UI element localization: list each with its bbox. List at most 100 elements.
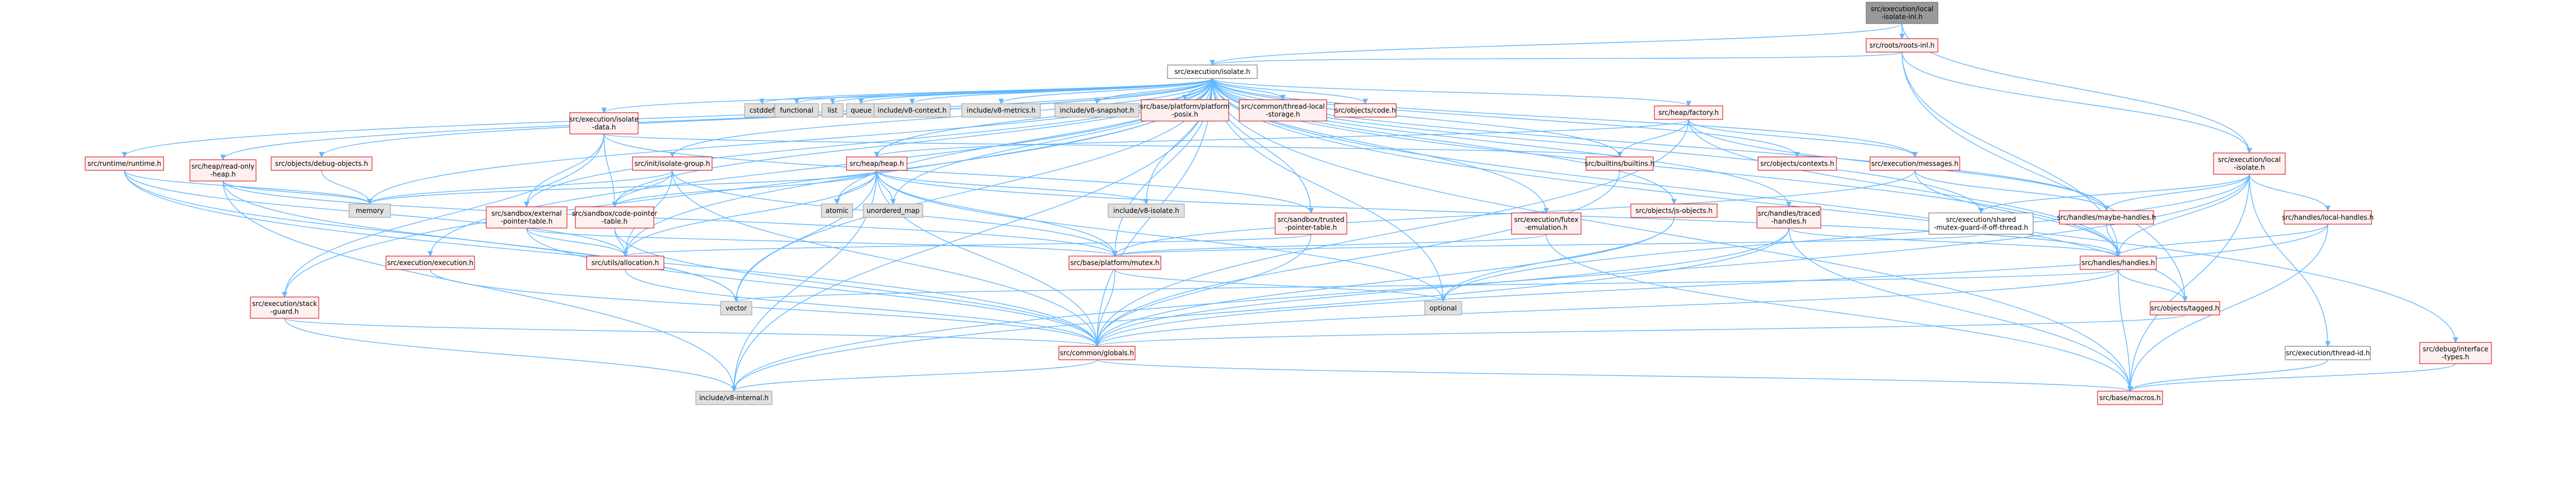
edge-path [876, 170, 1149, 205]
edge-path [321, 170, 373, 205]
edge-path [1210, 52, 1903, 66]
node-label: src/handles/handles.h [2081, 259, 2155, 267]
edge-traced_handles-to-v8_internal [731, 228, 1789, 392]
node-v8-context[interactable]: include/v8-context.h [873, 103, 951, 118]
edge-path [2115, 224, 2328, 257]
node-box [385, 256, 475, 270]
node-init-isolate-group[interactable]: src/init/isolate-group.h [632, 156, 713, 171]
node-optional[interactable]: optional [1424, 301, 1462, 315]
node-isolate-data[interactable]: src/execution/isolate-data.h [569, 112, 639, 134]
node-v8-internal[interactable]: include/v8-internal.h [695, 391, 773, 405]
node-label: src/common/globals.h [1060, 349, 1134, 357]
edge-mutex_h-to-globals_h [1094, 269, 1115, 347]
node-stack-guard[interactable]: src/execution/stack-guard.h [250, 296, 319, 319]
node-label: -data.h [592, 123, 616, 131]
node-contexts[interactable]: src/objects/contexts.h [1757, 156, 1837, 171]
node-box [1585, 156, 1654, 171]
node-globals-h[interactable]: src/common/globals.h [1058, 346, 1136, 360]
node-box [250, 296, 319, 319]
edge-isolate_h-to-runtime [122, 78, 1213, 157]
node-v8-metrics[interactable]: include/v8-metrics.h [961, 103, 1041, 118]
edge-local_isolate-to-macros_h [2127, 174, 2250, 392]
edge-isolate_h-to-messages [1212, 78, 1918, 157]
node-local-handles[interactable]: src/handles/local-handles.h [2282, 210, 2374, 225]
edge-path [222, 180, 373, 205]
node-platform-posix[interactable]: src/base/platform/platform-posix.h [1140, 99, 1230, 122]
node-messages[interactable]: src/execution/messages.h [1870, 156, 1960, 171]
node-roots-inl[interactable]: src/roots/roots-inl.h [1866, 38, 1938, 53]
node-cstddef[interactable]: cstddef [744, 103, 780, 118]
node-builtins[interactable]: src/builtins/builtins.h [1585, 156, 1655, 171]
node-v8-isolate[interactable]: include/v8-isolate.h [1108, 203, 1185, 218]
node-debug-objects[interactable]: src/objects/debug-objects.h [271, 156, 373, 171]
node-memory[interactable]: memory [348, 203, 391, 218]
node-runtime[interactable]: src/runtime/runtime.h [85, 156, 164, 171]
edge-path [733, 170, 877, 302]
node-traced-handles[interactable]: src/handles/traced-handles.h [1756, 206, 1821, 229]
edge-path [1978, 174, 2250, 214]
edge-path [1094, 224, 2328, 347]
edge-local_isolate-to-local_handles [2249, 174, 2331, 211]
node-shared-mutex[interactable]: src/execution/shared-mutex-guard-if-off-… [1928, 212, 2034, 235]
edge-path [2115, 174, 2250, 257]
node-read-only-heap[interactable]: src/heap/read-only-heap.h [189, 159, 257, 182]
node-box [846, 156, 908, 171]
node-handles-h[interactable]: src/handles/handles.h [2080, 256, 2157, 270]
node-futex[interactable]: src/execution/futex-emulation.h [1511, 212, 1582, 235]
edge-isolate_h-to-stack_guard [282, 78, 1213, 298]
node-heap-h[interactable]: src/heap/heap.h [846, 156, 908, 171]
node-heap-factory[interactable]: src/heap/factory.h [1654, 105, 1723, 120]
node-root[interactable]: src/execution/local-isolate-inl.h [1866, 2, 1938, 24]
node-thread-id[interactable]: src/execution/thread-id.h [2285, 346, 2371, 360]
node-label: src/base/platform/platform [1140, 103, 1230, 110]
node-ext-pointer-table[interactable]: src/sandbox/external-pointer-table.h [486, 206, 568, 229]
edge-heap_factory-to-messages [1688, 119, 1918, 157]
node-tagged-h[interactable]: src/objects/tagged.h [2150, 301, 2220, 315]
node-functional[interactable]: functional [774, 103, 819, 118]
edge-isolate_data-to-stack_guard [282, 133, 605, 298]
node-allocation[interactable]: src/utils/allocation.h [586, 256, 664, 270]
edge-path [1210, 23, 1903, 66]
node-interface-types[interactable]: src/debug/interface-types.h [2419, 342, 2492, 364]
node-unordered-map[interactable]: unordered_map [863, 203, 923, 218]
edge-path [1788, 228, 2133, 392]
edge-path [622, 170, 877, 257]
edge-path [1212, 78, 1622, 157]
node-label: -types.h [2442, 353, 2470, 361]
edge-path [1094, 269, 1115, 347]
node-code-pointer-table[interactable]: src/sandbox/code-pointer-table.h [572, 206, 657, 229]
node-queue[interactable]: queue [846, 103, 876, 118]
node-js-objects[interactable]: src/objects/js-objects.h [1630, 203, 1718, 218]
node-isolate-h[interactable]: src/execution/isolate.h [1167, 64, 1258, 79]
node-maybe-handles[interactable]: src/handles/maybe-handles.h [2057, 210, 2156, 225]
edge-heap_h-to-globals_h [876, 170, 1100, 347]
node-macros-h[interactable]: src/base/macros.h [2097, 391, 2163, 405]
node-thread-local[interactable]: src/common/thread-local-storage.h [1239, 99, 1327, 122]
node-atomic[interactable]: atomic [821, 203, 853, 218]
node-box [575, 206, 654, 229]
edge-path [672, 170, 1100, 347]
node-mutex-h[interactable]: src/base/platform/mutex.h [1068, 256, 1161, 270]
node-label: src/sandbox/code-pointer [572, 210, 657, 217]
edge-isolate_h-to-code_h [1212, 78, 1368, 104]
node-vector[interactable]: vector [720, 301, 752, 315]
edge-path [874, 119, 1689, 157]
node-label: queue [850, 106, 872, 114]
edge-path [122, 78, 1213, 157]
edge-path [2118, 269, 2133, 392]
node-trusted-pointer-table[interactable]: src/sandbox/trusted-pointer-table.h [1275, 212, 1347, 235]
edge-init_isolate_group-to-globals_h [672, 170, 1100, 347]
node-label: unordered_map [867, 207, 920, 215]
node-list[interactable]: list [821, 103, 844, 118]
edge-messages-to-maybe_handles [1914, 170, 2109, 211]
node-v8-snapshot[interactable]: include/v8-snapshot.h [1054, 103, 1140, 118]
edge-path [2249, 174, 2331, 211]
node-code-h[interactable]: src/objects/code.h [1334, 103, 1397, 118]
node-label: src/handles/maybe-handles.h [2057, 214, 2156, 221]
node-local-isolate[interactable]: src/execution/local-isolate.h [2213, 152, 2286, 175]
edge-isolate_h-to-debug_objects [319, 78, 1213, 157]
node-box [1068, 256, 1161, 270]
node-execution-h[interactable]: src/execution/execution.h [385, 256, 475, 270]
node-label: src/objects/tagged.h [2151, 304, 2220, 312]
edge-init_isolate_group-to-memory [367, 170, 673, 205]
